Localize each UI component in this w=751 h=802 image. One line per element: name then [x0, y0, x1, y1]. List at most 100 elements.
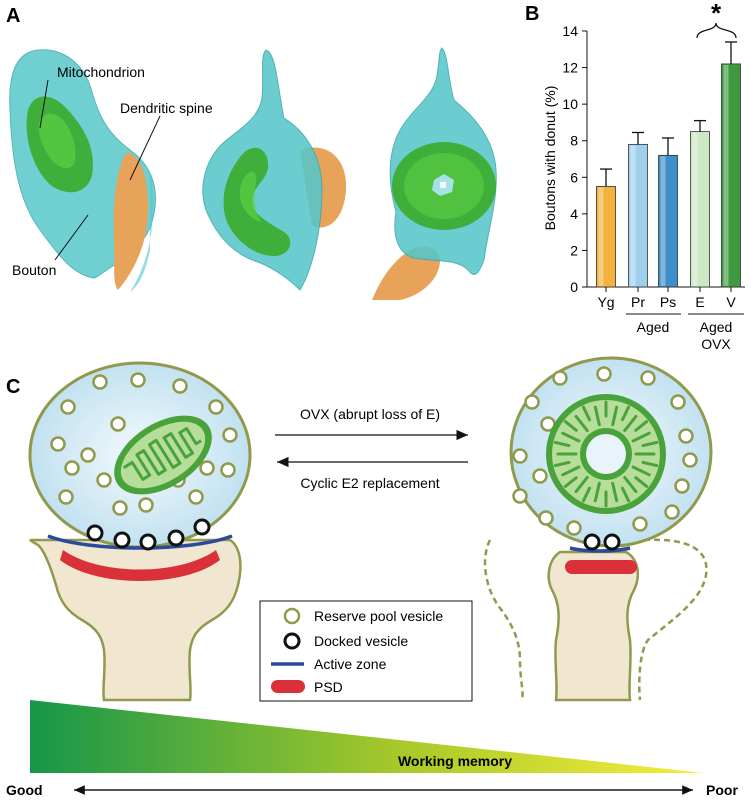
dendritic-spine-lost-outline	[483, 538, 708, 701]
docked-vesicle	[193, 518, 211, 536]
crista	[593, 405, 601, 427]
category-label: E	[695, 294, 704, 310]
reserve-vesicle	[220, 462, 236, 478]
crista	[634, 420, 649, 432]
docked-vesicle	[603, 533, 621, 551]
reserve-vesicle	[80, 447, 96, 463]
category-label: Ps	[660, 294, 676, 310]
synapse-aged	[483, 356, 713, 702]
reserve-vesicle	[566, 520, 582, 536]
crista	[581, 486, 592, 503]
working-memory-label: Working memory	[398, 753, 512, 769]
y-tick-label: 0	[570, 279, 578, 295]
legend-active-zone: Active zone	[314, 656, 387, 672]
bar-highlight	[630, 145, 636, 286]
docked-vesicles-left	[86, 518, 211, 551]
bar-highlight	[598, 187, 604, 286]
dendritic-spine-label: Dendritic spine	[120, 100, 213, 116]
reserve-vesicle	[208, 399, 224, 415]
y-tick-label: 12	[562, 60, 578, 76]
significance-star: *	[711, 0, 722, 28]
crista	[631, 465, 651, 477]
crista	[634, 476, 649, 488]
significance-brace	[696, 22, 737, 39]
e2-arrow-label: Cyclic E2 replacement	[300, 475, 439, 491]
crista	[563, 420, 578, 432]
reserve-vesicles-right	[512, 366, 698, 536]
bouton-render-3	[372, 47, 497, 300]
docked-vesicle	[139, 533, 157, 551]
psd-swatch	[271, 680, 305, 693]
reserve-vesicle	[512, 488, 528, 504]
bouton-render-2	[202, 49, 347, 291]
ovx-arrow-label: OVX (abrupt loss of E)	[300, 406, 440, 422]
docked-vesicle	[86, 524, 104, 542]
docked-vesicle	[167, 529, 185, 547]
psd-right	[565, 560, 637, 574]
reserve-vesicle	[678, 428, 694, 444]
legend-reserve: Reserve pool vesicle	[314, 608, 443, 624]
crista	[553, 440, 571, 448]
legend-psd: PSD	[314, 679, 343, 695]
reserve-vesicle	[674, 478, 690, 494]
reserve-vesicle	[50, 436, 66, 452]
reserve-vesicle	[110, 416, 126, 432]
crista	[574, 475, 589, 494]
dendritic-spine-left	[29, 538, 242, 702]
crista	[574, 414, 589, 433]
reserve-vesicle	[512, 448, 528, 464]
active-zone-left	[47, 534, 233, 550]
crista	[623, 475, 638, 494]
docked-vesicles-right	[583, 533, 621, 551]
reserve-vesicle	[640, 370, 656, 386]
docked-vesicle	[113, 531, 131, 549]
crista	[623, 414, 638, 433]
crista	[611, 481, 619, 503]
docked-vesicle	[583, 533, 601, 551]
crista	[561, 465, 581, 477]
panel-c-label: C	[6, 376, 20, 398]
crista	[563, 476, 578, 488]
good-label: Good	[6, 782, 43, 798]
y-tick-label: 8	[570, 133, 578, 149]
reserve-vesicle	[552, 370, 568, 386]
legend-docked: Docked vesicle	[314, 633, 408, 649]
poor-label: Poor	[706, 782, 738, 798]
legend: Reserve pool vesicle Docked vesicle Acti…	[259, 600, 473, 702]
mitochondrion-label: Mitochondrion	[57, 64, 145, 80]
reserve-vesicle	[64, 460, 80, 476]
reserve-vesicle-swatch	[283, 607, 301, 625]
crista	[561, 431, 581, 443]
reserve-vesicle	[664, 504, 680, 520]
docked-vesicle-swatch	[283, 632, 301, 650]
crista	[620, 486, 631, 503]
reserve-vesicle	[532, 468, 548, 484]
panel-b-label: B	[525, 3, 539, 25]
reserve-vesicle	[130, 372, 146, 388]
crista	[620, 405, 631, 422]
synapse-healthy	[28, 361, 252, 702]
reserve-vesicle	[596, 366, 612, 382]
reserve-vesicle	[538, 510, 554, 526]
crista	[611, 405, 619, 427]
panel-a-label: A	[6, 5, 20, 27]
bouton-label: Bouton	[12, 262, 56, 278]
crista	[641, 460, 659, 468]
bar-highlight	[660, 156, 666, 286]
reserve-vesicle	[199, 460, 215, 476]
reserve-vesicle	[60, 399, 76, 415]
reserve-vesicle	[670, 394, 686, 410]
reserve-vesicle	[524, 394, 540, 410]
reserve-vesicle	[96, 472, 112, 488]
bouton-render-1	[9, 49, 161, 292]
reserve-vesicle	[188, 489, 204, 505]
active-zone-right	[569, 546, 631, 553]
bar-highlight	[723, 64, 729, 287]
category-label: Pr	[631, 294, 645, 310]
crista	[641, 440, 659, 448]
crista	[631, 431, 651, 443]
working-memory-gradient	[30, 700, 704, 773]
reserve-vesicle	[172, 378, 188, 394]
group-label-aged-ovx: Aged	[700, 319, 733, 335]
